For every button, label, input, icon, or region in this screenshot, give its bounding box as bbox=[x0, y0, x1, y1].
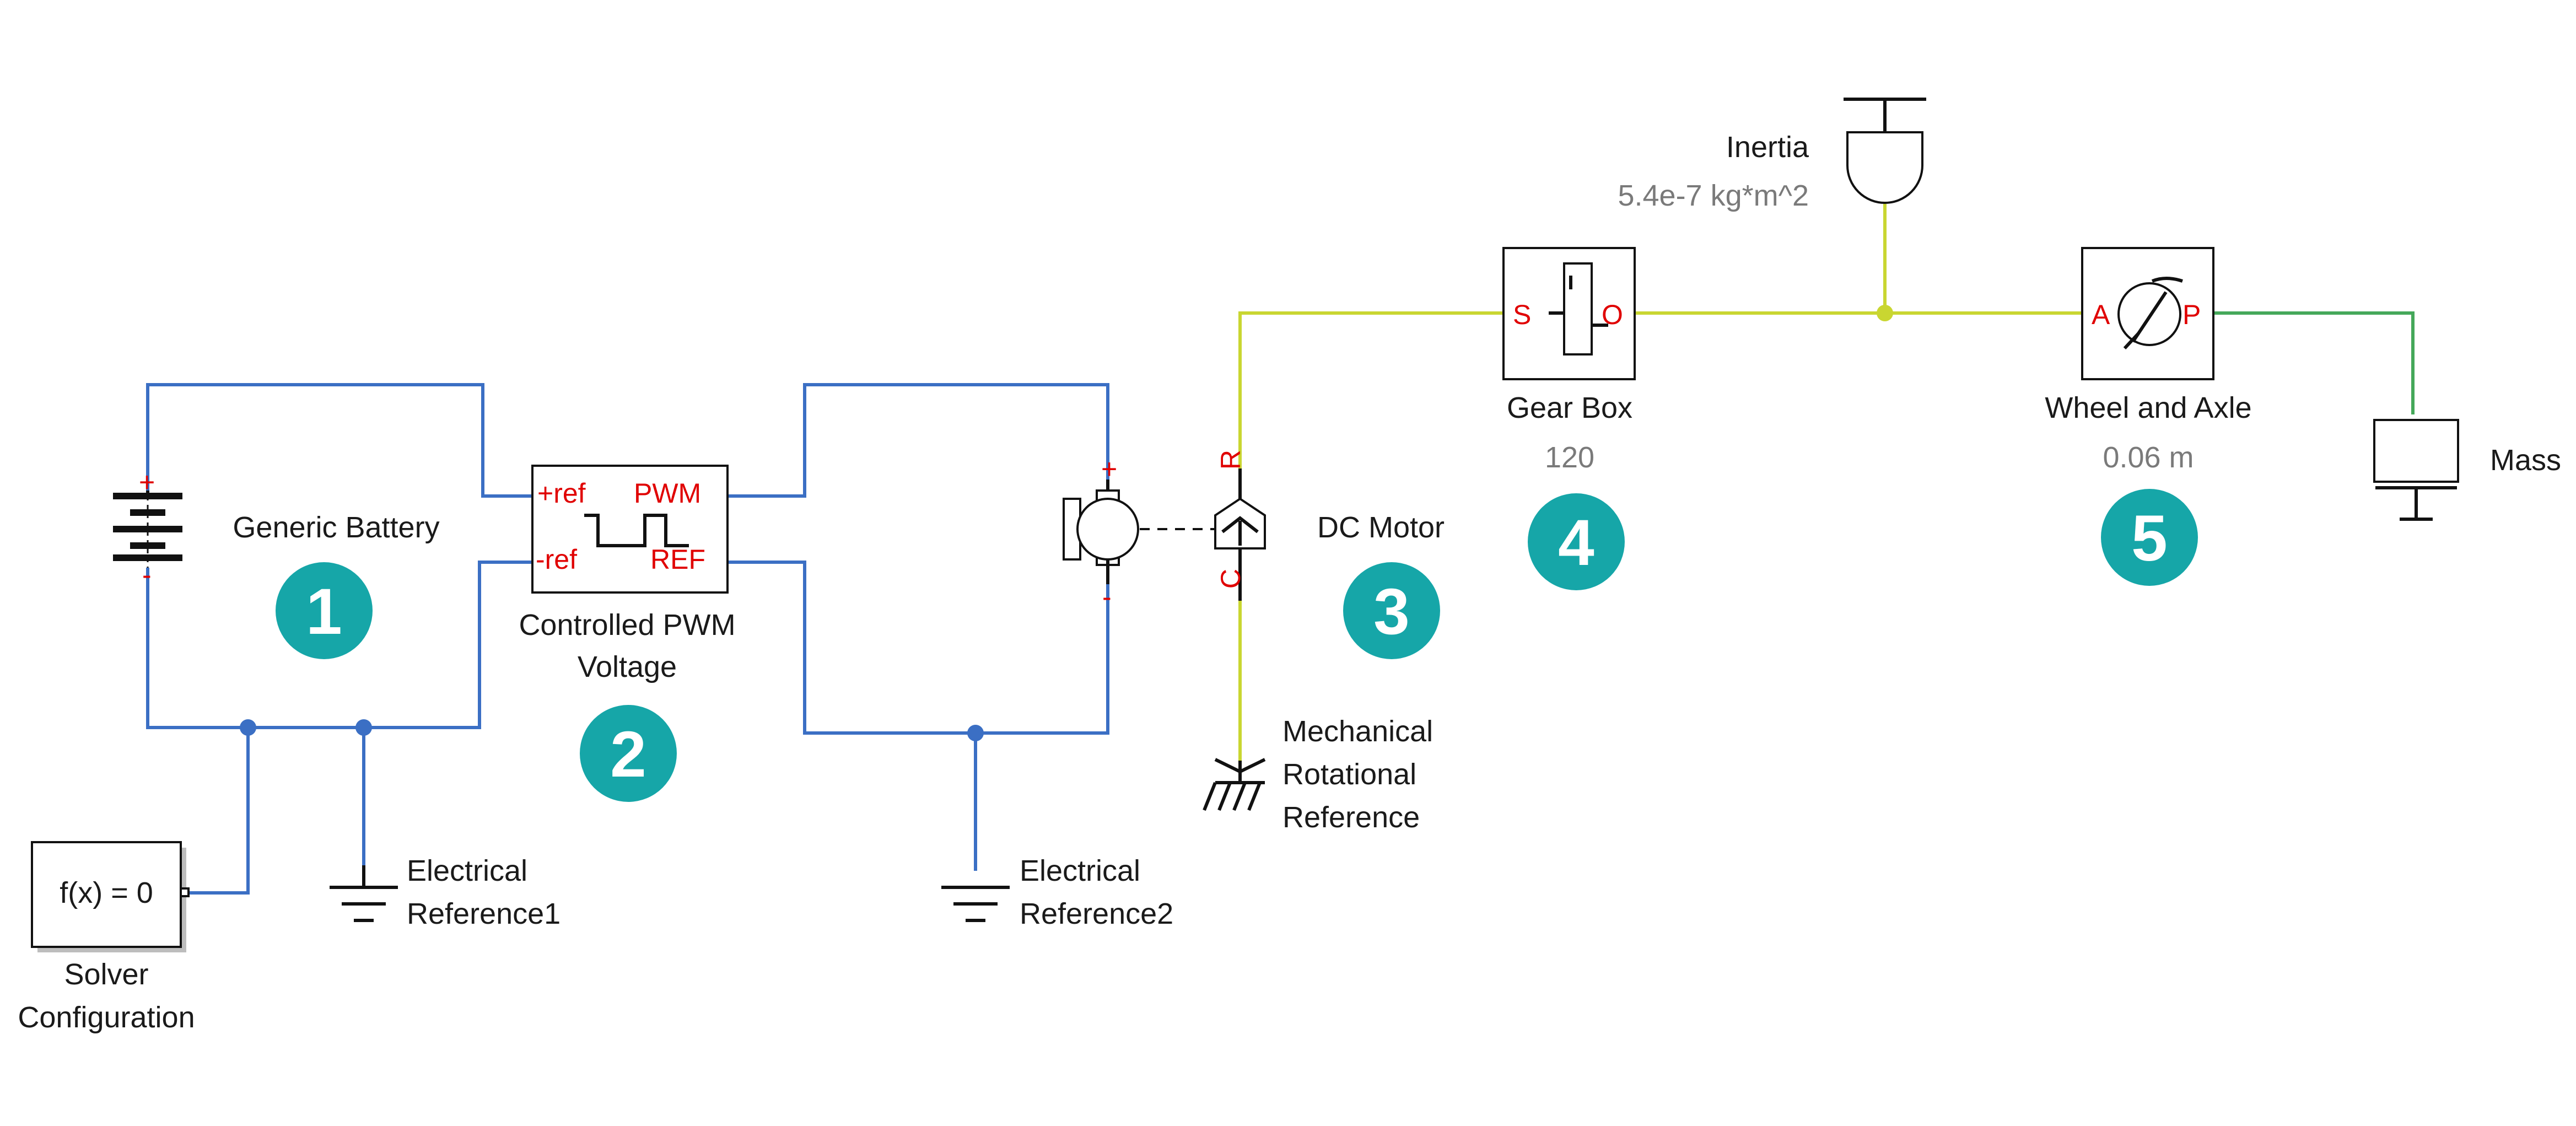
junction-dot bbox=[355, 719, 372, 736]
motor-pos-port: + bbox=[1101, 454, 1117, 484]
inertia-label: Inertia bbox=[1726, 131, 1809, 164]
pwm-motor-wires bbox=[727, 383, 1109, 871]
inertia-param: 5.4e-7 kg*m^2 bbox=[1618, 179, 1809, 212]
mass-block[interactable] bbox=[2373, 419, 2459, 521]
dc-motor-label: DC Motor bbox=[1317, 511, 1445, 544]
motor-neg-port: - bbox=[1102, 581, 1112, 612]
junction-dot bbox=[240, 719, 256, 736]
wire-wheel-P-to-mass[interactable] bbox=[2213, 311, 2415, 414]
wire-battery-pos-to-ref-pos[interactable] bbox=[146, 383, 532, 498]
wheel-A-port: A bbox=[2092, 299, 2110, 330]
electrical-reference2-block[interactable] bbox=[941, 886, 1010, 922]
mech-ref-label-line2: Rotational bbox=[1282, 758, 1416, 791]
mass-label: Mass bbox=[2490, 444, 2561, 477]
wheel-and-axle-block[interactable]: A P bbox=[2081, 247, 2214, 380]
wheel-and-axle-param: 0.06 m bbox=[2103, 441, 2194, 474]
pwm-ref-neg-port: -ref bbox=[536, 544, 577, 575]
mechanical-rotational-reference-block[interactable] bbox=[1203, 758, 1266, 811]
generic-battery-block[interactable]: + - bbox=[113, 467, 182, 590]
pwm-REF-port: REF bbox=[650, 544, 705, 575]
dc-motor-block[interactable]: + - R C bbox=[1063, 450, 1266, 612]
solver-configuration-block[interactable]: f(x) = 0 bbox=[31, 841, 190, 952]
gear-box-param: 120 bbox=[1545, 441, 1594, 474]
wire-pwm-to-motor-pos[interactable] bbox=[727, 383, 1109, 498]
gear-S-port: S bbox=[1513, 299, 1531, 330]
svg-text:3: 3 bbox=[1373, 575, 1410, 648]
motor-R-port: R bbox=[1215, 450, 1246, 470]
svg-text:5: 5 bbox=[2131, 502, 2168, 575]
wire-motor-R-to-gear-S[interactable] bbox=[1238, 311, 1503, 468]
inertia-block[interactable] bbox=[1844, 98, 1926, 204]
mechanical-wires bbox=[1238, 204, 2415, 761]
elec-ref1-label-line1: Electrical bbox=[407, 854, 527, 887]
junction-dot bbox=[967, 725, 984, 741]
svg-text:4: 4 bbox=[1558, 507, 1594, 579]
gear-box-label: Gear Box bbox=[1507, 391, 1632, 424]
gear-box-block[interactable]: S O bbox=[1502, 247, 1636, 380]
step-badge-2: 2 bbox=[580, 705, 677, 802]
wire-ref-to-motor-neg[interactable] bbox=[727, 561, 1109, 735]
wire-to-solver[interactable] bbox=[187, 728, 250, 895]
elec-ref2-label-line1: Electrical bbox=[1020, 854, 1140, 887]
svg-text:1: 1 bbox=[306, 575, 342, 648]
wheel-P-port: P bbox=[2182, 299, 2201, 330]
solver-label-line1: Solver bbox=[64, 958, 148, 991]
step-badge-5: 5 bbox=[2101, 489, 2198, 586]
gear-O-port: O bbox=[1602, 299, 1623, 330]
battery-pwm-wires bbox=[146, 383, 532, 895]
step-badge-3: 3 bbox=[1343, 562, 1440, 659]
svg-text:2: 2 bbox=[610, 718, 646, 791]
wire-battery-neg-to-ground-loop[interactable] bbox=[146, 561, 532, 729]
electrical-reference1-block[interactable] bbox=[330, 865, 398, 922]
solver-label-line2: Configuration bbox=[18, 1001, 195, 1034]
pwm-pwm-port: PWM bbox=[634, 478, 701, 509]
elec-ref1-label-line2: Reference1 bbox=[407, 897, 561, 930]
mech-ref-label-line3: Reference bbox=[1282, 801, 1420, 834]
pwm-ref-pos-port: +ref bbox=[537, 478, 586, 509]
pwm-label-line1: Controlled PWM bbox=[519, 608, 735, 642]
elec-ref2-label-line2: Reference2 bbox=[1020, 897, 1173, 930]
junction-dot bbox=[1877, 305, 1893, 321]
pwm-label-line2: Voltage bbox=[578, 650, 677, 683]
controlled-pwm-voltage-block[interactable]: +ref PWM -ref REF bbox=[531, 465, 729, 594]
motor-C-port: C bbox=[1215, 569, 1246, 589]
generic-battery-label: Generic Battery bbox=[233, 511, 439, 544]
solver-expression: f(x) = 0 bbox=[60, 876, 153, 909]
wheel-and-axle-label: Wheel and Axle bbox=[2045, 391, 2251, 424]
mech-ref-label-line1: Mechanical bbox=[1282, 715, 1433, 748]
step-badge-4: 4 bbox=[1528, 493, 1625, 590]
step-badge-1: 1 bbox=[276, 562, 373, 659]
battery-pos-port: + bbox=[139, 467, 155, 498]
battery-neg-port: - bbox=[142, 559, 152, 590]
